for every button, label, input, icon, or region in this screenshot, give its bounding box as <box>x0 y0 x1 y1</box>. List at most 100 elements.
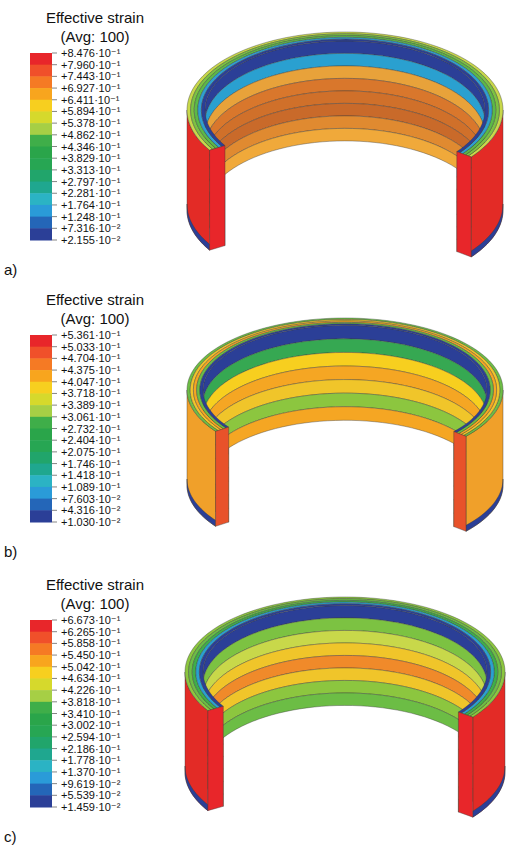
legend-value: +2.155·10⁻² <box>61 234 120 246</box>
color-band <box>30 405 52 417</box>
top-face <box>185 597 505 717</box>
bar-tick <box>52 748 57 749</box>
color-band <box>30 393 52 405</box>
color-band <box>30 88 52 100</box>
cut-face <box>457 152 471 257</box>
cut-face <box>454 432 466 532</box>
inner-wall <box>205 128 485 251</box>
legend-value: +6.411·10⁻¹ <box>61 94 120 106</box>
bar-tick <box>52 169 57 170</box>
color-band <box>30 358 52 370</box>
color-band <box>30 429 52 441</box>
legend-value: +4.047·10⁻¹ <box>61 376 120 388</box>
bar-tick <box>52 370 57 371</box>
inner-wall <box>203 407 487 527</box>
legend-value: +4.634·10⁻¹ <box>61 672 120 684</box>
color-band <box>30 643 52 655</box>
bar-tick <box>52 655 57 656</box>
outer-wall-edge <box>187 204 210 250</box>
legend-title: Effective strain <box>0 577 190 594</box>
panel-art <box>30 597 505 817</box>
bar-tick <box>52 713 57 714</box>
legend-value: +4.346·10⁻¹ <box>61 140 120 152</box>
bar-tick <box>52 690 57 691</box>
legend-value: +9.619·10⁻² <box>61 778 120 790</box>
color-band <box>30 725 52 737</box>
legend-value: +7.316·10⁻² <box>61 222 120 234</box>
legend-value: +2.594·10⁻¹ <box>61 731 120 743</box>
bar-tick <box>52 64 57 65</box>
bar-tick <box>52 643 57 644</box>
bar-tick <box>52 666 57 667</box>
color-band <box>30 347 52 359</box>
cut-face <box>208 706 223 810</box>
legend-value: +2.281·10⁻¹ <box>61 187 120 199</box>
legend-value: +3.718·10⁻¹ <box>61 387 120 399</box>
legend-value: +5.450·10⁻¹ <box>61 649 120 661</box>
color-band <box>30 147 52 159</box>
top-face <box>198 37 492 153</box>
legend-title: Effective strain <box>0 292 190 309</box>
bar-tick <box>52 795 57 796</box>
color-band <box>30 487 52 499</box>
color-band <box>30 464 52 476</box>
color-band <box>30 475 52 487</box>
top-face <box>201 39 488 153</box>
outer-wall-edge <box>471 204 503 257</box>
color-band <box>30 784 52 796</box>
color-band <box>30 772 52 784</box>
legend-value: +1.030·10⁻² <box>61 516 120 528</box>
color-band <box>30 182 52 194</box>
legend-title: Effective strain <box>0 10 190 27</box>
bar-tick <box>52 158 57 159</box>
panel-letter: b) <box>4 544 17 561</box>
legend-value: +5.858·10⁻¹ <box>61 637 120 649</box>
top-face <box>192 600 498 715</box>
bar-tick <box>52 475 57 476</box>
legend-value: +5.042·10⁻¹ <box>61 661 120 673</box>
legend-value: +4.316·10⁻² <box>61 504 120 516</box>
bar-tick <box>52 335 57 336</box>
bar-tick <box>52 498 57 499</box>
bar-tick <box>52 678 57 679</box>
outer-wall-edge <box>466 479 503 531</box>
legend-value: +3.829·10⁻¹ <box>61 152 120 164</box>
legend-value: +5.894·10⁻¹ <box>61 105 120 117</box>
color-band <box>30 123 52 135</box>
top-face <box>189 599 502 716</box>
color-band <box>30 53 52 65</box>
inner-wall <box>203 693 487 812</box>
legend-value: +2.186·10⁻¹ <box>61 743 120 755</box>
bar-tick <box>52 123 57 124</box>
cut-face <box>216 427 229 526</box>
top-face <box>190 319 500 435</box>
legend-value: +1.459·10⁻² <box>61 801 120 813</box>
bar-tick <box>52 631 57 632</box>
bar-tick <box>52 725 57 726</box>
color-band <box>30 667 52 679</box>
bar-tick <box>52 510 57 511</box>
bar-tick <box>52 440 57 441</box>
legend-value: +4.375·10⁻¹ <box>61 364 120 376</box>
color-band <box>30 170 52 182</box>
legend-value: +2.404·10⁻¹ <box>61 434 120 446</box>
cut-face <box>458 712 472 817</box>
bar-tick <box>52 204 57 205</box>
panel-letter: c) <box>4 829 17 846</box>
color-band <box>30 417 52 429</box>
bar-tick <box>52 771 57 772</box>
legend-value: +4.226·10⁻¹ <box>61 684 120 696</box>
top-face <box>199 604 490 713</box>
color-band <box>30 135 52 147</box>
outer-wall-edge <box>473 766 505 817</box>
panel-art <box>30 318 503 531</box>
bar-tick <box>52 393 57 394</box>
legend-value: +5.033·10⁻¹ <box>61 341 120 353</box>
color-band <box>30 655 52 667</box>
bar-tick <box>52 451 57 452</box>
legend-value: +1.778·10⁻¹ <box>61 754 120 766</box>
bar-tick <box>52 760 57 761</box>
panel-letter: a) <box>4 262 17 279</box>
top-face <box>197 322 494 433</box>
legend-value: +3.002·10⁻¹ <box>61 719 120 731</box>
